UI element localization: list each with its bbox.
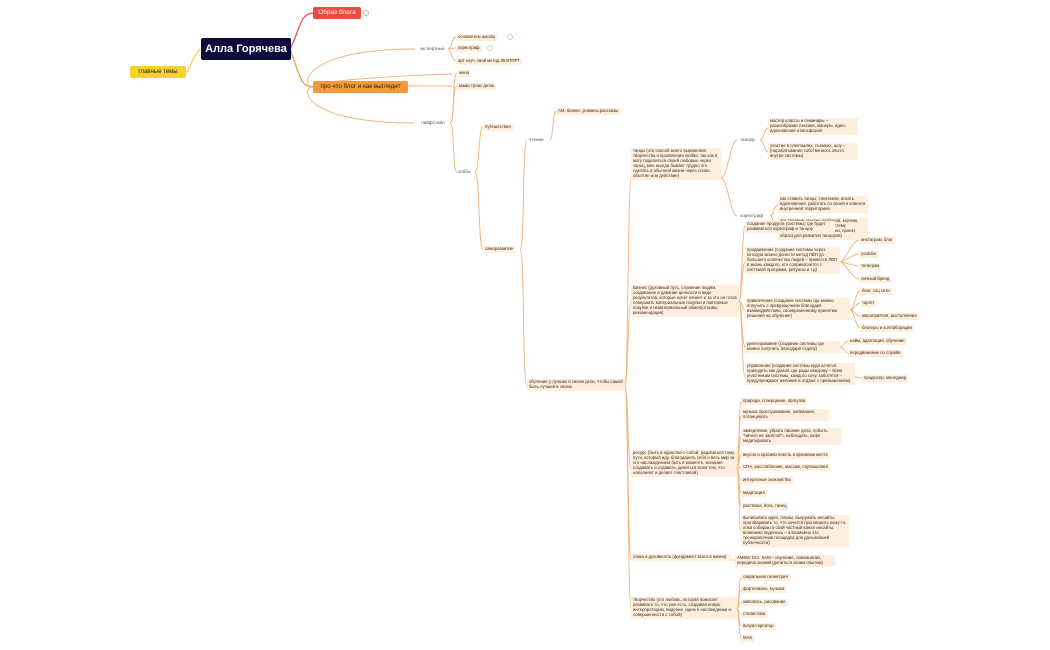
topic-expert[interactable]: экспертные — [420, 46, 445, 51]
business-management[interactable]: управление (создание системы куда хочетс… — [745, 363, 855, 385]
topic-selfdev[interactable]: саморазвитие — [483, 246, 516, 253]
choreo-item[interactable]: как ставить танцы, спектакли, искать вдо… — [778, 196, 868, 213]
ethics-item[interactable]: АМКМ, DCI, КАМ – изучение, самоанализ, п… — [735, 555, 835, 567]
creativity-item[interactable]: МАК — [741, 635, 754, 642]
topic-mom[interactable]: мама троих деток — [457, 83, 497, 90]
delegation-item[interactable]: найм, адаптация, обучение — [848, 338, 907, 345]
attraction-item[interactable]: блогеры и коллаборации — [860, 325, 914, 332]
collapse-toggle-icon[interactable] — [363, 10, 369, 16]
topic-ethics[interactable]: этика и духовность (фундамент всего в жи… — [631, 554, 731, 561]
expert-item[interactable]: основатель школы — [456, 34, 498, 41]
topic-lifestyle[interactable]: лайфстайл — [421, 120, 445, 125]
branch-blog-image[interactable]: Образ блога — [313, 7, 361, 19]
expert-item[interactable]: арт коуч, свой метод ЗКАППРТ — [456, 58, 522, 65]
attraction-item[interactable]: мероприятия, выступления — [860, 313, 919, 320]
collapse-toggle-icon[interactable] — [487, 45, 493, 51]
attraction-item[interactable]: блог, соц сети — [860, 288, 892, 295]
business-delegation[interactable]: делегирование (создание системы где можн… — [745, 341, 840, 353]
topic-resource[interactable]: ресурс (быть в единстве с собой, радоват… — [631, 450, 737, 477]
business-promotion[interactable]: продвижение (создание системы через кото… — [745, 247, 840, 274]
topic-travel[interactable]: путешествия — [483, 124, 513, 131]
resource-item[interactable]: растяжка, йога, танец — [741, 503, 789, 510]
dancer-item[interactable]: мастер классы и семинары – разнообразие … — [768, 118, 858, 135]
collapse-toggle-icon[interactable] — [507, 34, 513, 40]
creativity-item[interactable]: фортепиано, музыка — [741, 586, 787, 593]
resource-item[interactable]: замедление, убрать лишние дела, побыть "… — [741, 428, 841, 445]
topic-dance[interactable]: танцы (это способ моего выражения творче… — [631, 148, 721, 180]
branch-blog-about[interactable]: про что блог и как выглядит — [313, 81, 408, 93]
promotion-item[interactable]: телеграм — [859, 263, 882, 270]
resource-item[interactable]: медитация — [741, 490, 767, 497]
creativity-item[interactable]: живопись, рисование — [741, 599, 788, 606]
branch-main-themes[interactable]: главные темы — [130, 66, 186, 78]
promotion-item[interactable]: личный бренд — [859, 276, 892, 283]
promotion-item[interactable]: инстаграм, блог — [859, 237, 895, 244]
resource-item[interactable]: музыка прослушивание, напевание, потанце… — [741, 409, 829, 421]
expert-item[interactable]: хореограф — [456, 45, 482, 52]
attraction-item[interactable]: таргет — [860, 300, 877, 307]
business-create[interactable]: создание продукта (системы) где будет ра… — [745, 221, 835, 233]
topic-reading[interactable]: чтение — [529, 137, 544, 142]
business-attraction[interactable]: привлечение (создание системы где можно … — [745, 298, 850, 320]
resource-item[interactable]: природа, созерцание, прогулка — [741, 398, 808, 405]
management-item[interactable]: продюсер, менеджер — [862, 375, 909, 382]
reading-detail[interactable]: АМ, бизнес, романы,рассказы — [556, 108, 621, 115]
central-topic[interactable]: Алла Горячева — [201, 38, 291, 60]
creativity-item[interactable]: стилистика — [741, 611, 768, 618]
creativity-item[interactable]: сакральная геометрия — [741, 574, 790, 581]
resource-item[interactable]: выписывать идеи, планы, выгружать инсайт… — [741, 515, 849, 547]
promotion-item[interactable]: youtube — [859, 251, 879, 258]
resource-item[interactable]: интересные знакомства — [741, 477, 793, 484]
topic-learning[interactable]: обучение у лучших в своем деле, чтобы са… — [527, 379, 625, 391]
topic-dancer[interactable]: танцор — [740, 137, 755, 142]
topic-choreographer[interactable]: хореограф — [740, 213, 764, 218]
dancer-item[interactable]: участие в спектаклях, съемках, шоу – (на… — [768, 143, 858, 160]
resource-item[interactable]: вкусно и красиво поесть в красивом месте — [741, 452, 830, 459]
topic-hobby[interactable]: хобби — [458, 169, 471, 174]
topic-business[interactable]: Бизнес (духовный путь, служение людям, с… — [631, 285, 739, 317]
topic-creativity[interactable]: творчество (это любовь, которая помогает… — [631, 597, 737, 619]
topic-wife[interactable]: жена — [457, 70, 472, 77]
resource-item[interactable]: СПА, расслабление, массаж, саунашопинг — [741, 464, 831, 471]
creativity-item[interactable]: визуал-креатор — [741, 623, 776, 630]
delegation-item[interactable]: передвижение по службе — [848, 350, 903, 357]
